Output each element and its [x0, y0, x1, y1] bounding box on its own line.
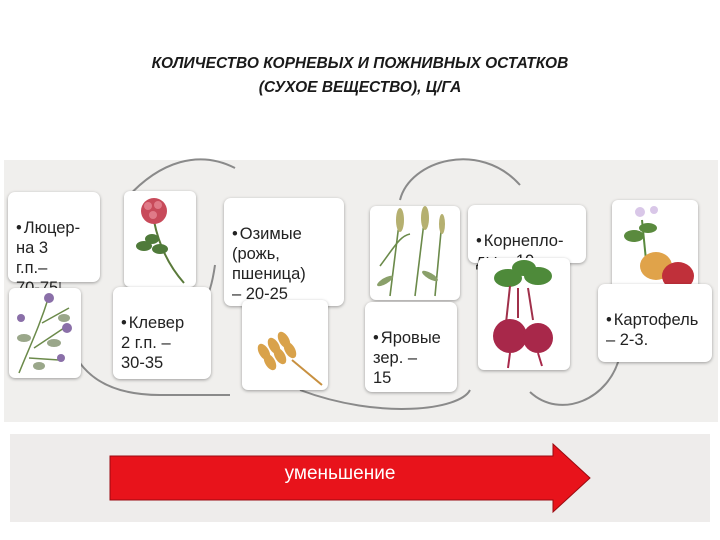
card-bullet: •: [232, 225, 238, 243]
decrease-arrow: [109, 442, 591, 514]
potato-plant-icon: [612, 200, 698, 298]
connector-curve-3: [299, 389, 471, 410]
diagram-title: КОЛИЧЕСТВО КОРНЕВЫХ И ПОЖНИВНЫХ ОСТАТКОВ…: [40, 52, 680, 100]
title-line-2: (СУХОЕ ВЕЩЕСТВО), Ц/ГА: [258, 79, 462, 96]
card-alfalfa-text: Люцер- на 3 г.п.– 70-75: [16, 219, 81, 297]
card-potato-text: Картофель – 2-3.: [606, 311, 699, 349]
card-spring-grain: •Яровые зер. – 15: [365, 302, 457, 392]
card-bullet: •: [373, 329, 379, 347]
beet-root-icon: [478, 258, 570, 370]
card-spring-grain-text: Яровые зер. – 15: [373, 329, 441, 387]
card-potato: •Картофель – 2-3.: [598, 284, 712, 362]
card-root-crops: •Корнепло- ды – 10: [468, 205, 586, 270]
card-bullet: •: [606, 311, 612, 329]
card-bullet: •: [121, 314, 127, 332]
wheat-ears-icon: [242, 300, 328, 390]
card-winter-crops-text: Озимые (рожь, пшеница) – 20-25: [232, 225, 306, 303]
card-clover-text: Клевер 2 г.п. – 30-35: [121, 314, 185, 372]
card-winter-crops: •Озимые (рожь, пшеница) – 20-25: [224, 198, 344, 306]
card-alfalfa: •Люцер- на 3 г.п.– 70-75: [8, 192, 100, 297]
connector-curve-4: [399, 158, 521, 201]
connector-curve-2: [124, 158, 236, 201]
clover-flower-icon: [124, 191, 196, 287]
card-bullet: •: [16, 219, 22, 237]
connector-curve-5: [529, 354, 621, 406]
title-line-1: КОЛИЧЕСТВО КОРНЕВЫХ И ПОЖНИВНЫХ ОСТАТКОВ: [151, 55, 569, 72]
grain-plant-icon: [370, 206, 460, 300]
alfalfa-plant-icon: [9, 288, 81, 378]
card-bullet: •: [476, 232, 482, 250]
decrease-arrow-label: уменьшение: [284, 463, 396, 484]
card-clover: •Клевер 2 г.п. – 30-35: [113, 287, 211, 379]
